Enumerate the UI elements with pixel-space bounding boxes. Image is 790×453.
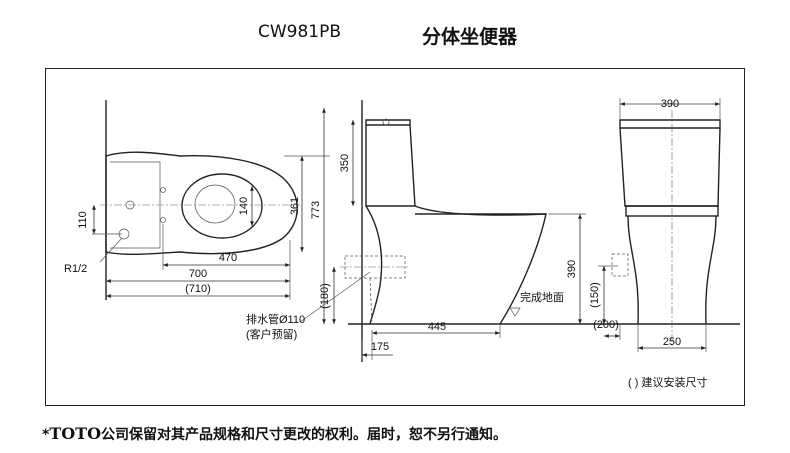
plan-dim-773: 773 — [310, 201, 322, 219]
front-valve — [611, 253, 629, 277]
install-dimension-legend: ( ) 建议安装尺寸 — [628, 375, 707, 389]
side-dim-175: 175 — [371, 341, 389, 353]
front-bowl — [627, 215, 717, 325]
footer-text: 公司保留对其产品规格和尺寸更改的权利。届时，恕不另行通知。 — [101, 427, 508, 443]
plan-bowl-outlet — [194, 184, 236, 224]
front-tank-lid — [619, 119, 721, 129]
side-dim-445: 445 — [428, 321, 446, 333]
side-drain-label-2: (客户预留) — [246, 327, 297, 341]
plan-dim-110: 110 — [77, 211, 89, 229]
plan-dim-710: (710) — [185, 283, 211, 295]
plan-bolt-hole-bottom — [160, 217, 166, 223]
plan-bolt-hole-top — [160, 187, 166, 193]
footer-disclaimer: *TOTO公司保留对其产品规格和尺寸更改的权利。届时，恕不另行通知。 — [42, 424, 507, 444]
front-view: 390 (150) (200) 250 — [589, 98, 740, 352]
floor-marker-icon — [509, 307, 521, 317]
plan-dim-140: 140 — [238, 197, 250, 215]
side-dim-390: 390 — [566, 260, 578, 278]
side-dim-180: (180) — [319, 283, 331, 309]
plan-view: 110 R1/2 140 361 773 470 700 (710) — [64, 100, 330, 324]
plan-dim-361: 361 — [289, 197, 301, 215]
plan-seat-opening — [181, 173, 263, 239]
footer-star: * — [42, 427, 50, 443]
front-dim-150: (150) — [589, 282, 601, 308]
footer-brand: TOTO — [49, 424, 102, 443]
side-bowl-front — [414, 205, 547, 325]
side-tank — [365, 124, 416, 207]
front-tank — [619, 127, 721, 207]
model-number: CW981PB — [258, 22, 342, 42]
side-dim-350: 350 — [339, 154, 351, 172]
drawing-frame — [45, 68, 745, 406]
plan-pipe-label: R1/2 — [64, 263, 87, 275]
plan-dim-470: 470 — [219, 252, 237, 264]
plan-dim-700: 700 — [189, 268, 207, 280]
front-dim-250: 250 — [663, 336, 681, 348]
side-bowl-back — [365, 205, 383, 325]
product-title: 分体坐便器 — [422, 26, 518, 48]
side-flush-button — [382, 118, 390, 126]
plan-toilet-outline — [105, 151, 298, 256]
plan-flush-hole — [125, 200, 135, 210]
front-dim-200: (200) — [593, 319, 619, 331]
side-view: 350 (180) 排水管Ø110 (客户预留) 445 175 390 完成地… — [246, 100, 600, 362]
side-drain-label-1: 排水管Ø110 — [246, 312, 305, 326]
finished-floor-label: 完成地面 — [520, 290, 564, 304]
front-dim-390: 390 — [661, 98, 679, 110]
